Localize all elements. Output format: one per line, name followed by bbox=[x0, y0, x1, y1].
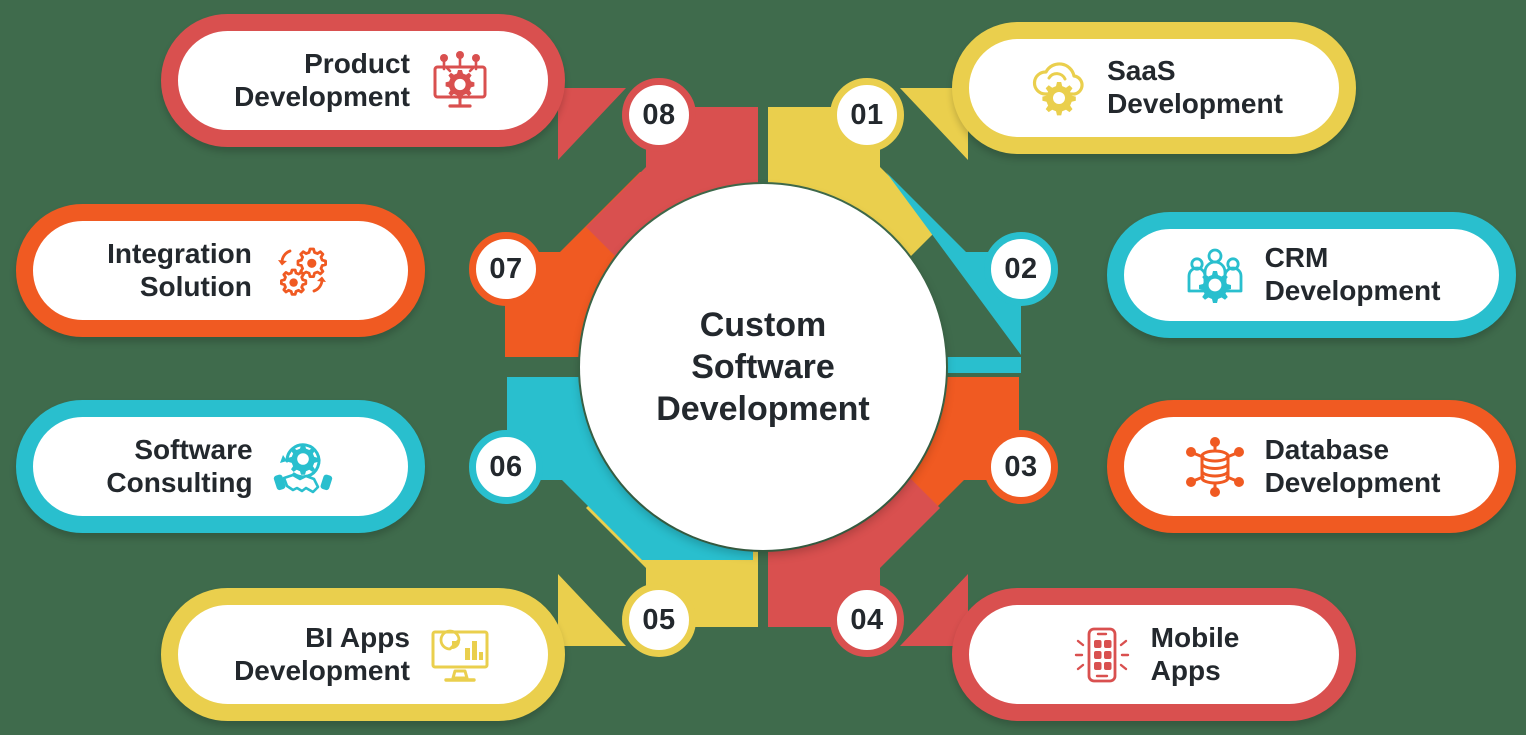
mobile-phone-icon bbox=[1074, 627, 1129, 682]
card-saas-development[interactable]: SaaS Development bbox=[952, 22, 1356, 154]
card-product-development[interactable]: Product Development bbox=[161, 14, 565, 147]
card-label-bi-apps: BI Apps Development bbox=[234, 621, 410, 686]
database-network-icon bbox=[1185, 436, 1244, 497]
card-label-integration: Integration Solution bbox=[107, 237, 252, 302]
ring-segment-02[interactable] bbox=[773, 172, 1021, 373]
two-gears-arrows-icon bbox=[277, 247, 327, 296]
step-badge-02[interactable]: 02 bbox=[984, 232, 1058, 306]
card-mobile-apps[interactable]: Mobile Apps bbox=[952, 588, 1356, 721]
ring-connector-arrows bbox=[558, 88, 968, 646]
card-label-mobile: Mobile Apps bbox=[1150, 621, 1240, 686]
monitor-chart-icon bbox=[431, 629, 489, 682]
handshake-gear-icon bbox=[273, 442, 332, 493]
step-badge-08[interactable]: 08 bbox=[622, 78, 696, 152]
people-gear-icon bbox=[1187, 248, 1242, 303]
connector-arrow-01 bbox=[900, 88, 968, 160]
step-badge-03[interactable]: 03 bbox=[984, 430, 1058, 504]
step-badge-06[interactable]: 06 bbox=[469, 430, 543, 504]
card-software-consulting[interactable]: Software Consulting bbox=[16, 400, 425, 533]
cloud-gear-icon bbox=[1032, 62, 1084, 116]
connector-arrow-04 bbox=[900, 574, 968, 646]
step-badge-05[interactable]: 05 bbox=[622, 583, 696, 657]
card-bi-apps-development[interactable]: BI Apps Development bbox=[161, 588, 565, 721]
card-integration-solution[interactable]: Integration Solution bbox=[16, 204, 425, 337]
card-database-development[interactable]: Database Development bbox=[1107, 400, 1516, 533]
card-label-product: Product Development bbox=[234, 47, 410, 112]
connector-arrow-05 bbox=[558, 574, 626, 646]
hub-title: Custom Software Development bbox=[656, 305, 870, 429]
center-hub: Custom Software Development bbox=[580, 184, 946, 550]
card-label-crm: CRM Development bbox=[1264, 242, 1441, 306]
card-label-consulting: Software Consulting bbox=[106, 433, 253, 498]
card-label-saas: SaaS Development bbox=[1107, 55, 1283, 119]
connector-arrow-08 bbox=[558, 88, 626, 160]
card-label-database: Database Development bbox=[1264, 433, 1441, 498]
monitor-gear-circuit-icon bbox=[433, 50, 487, 108]
step-badge-07[interactable]: 07 bbox=[469, 232, 543, 306]
card-crm-development[interactable]: CRM Development bbox=[1107, 212, 1516, 338]
step-badge-01[interactable]: 01 bbox=[830, 78, 904, 152]
step-badge-04[interactable]: 04 bbox=[830, 583, 904, 657]
